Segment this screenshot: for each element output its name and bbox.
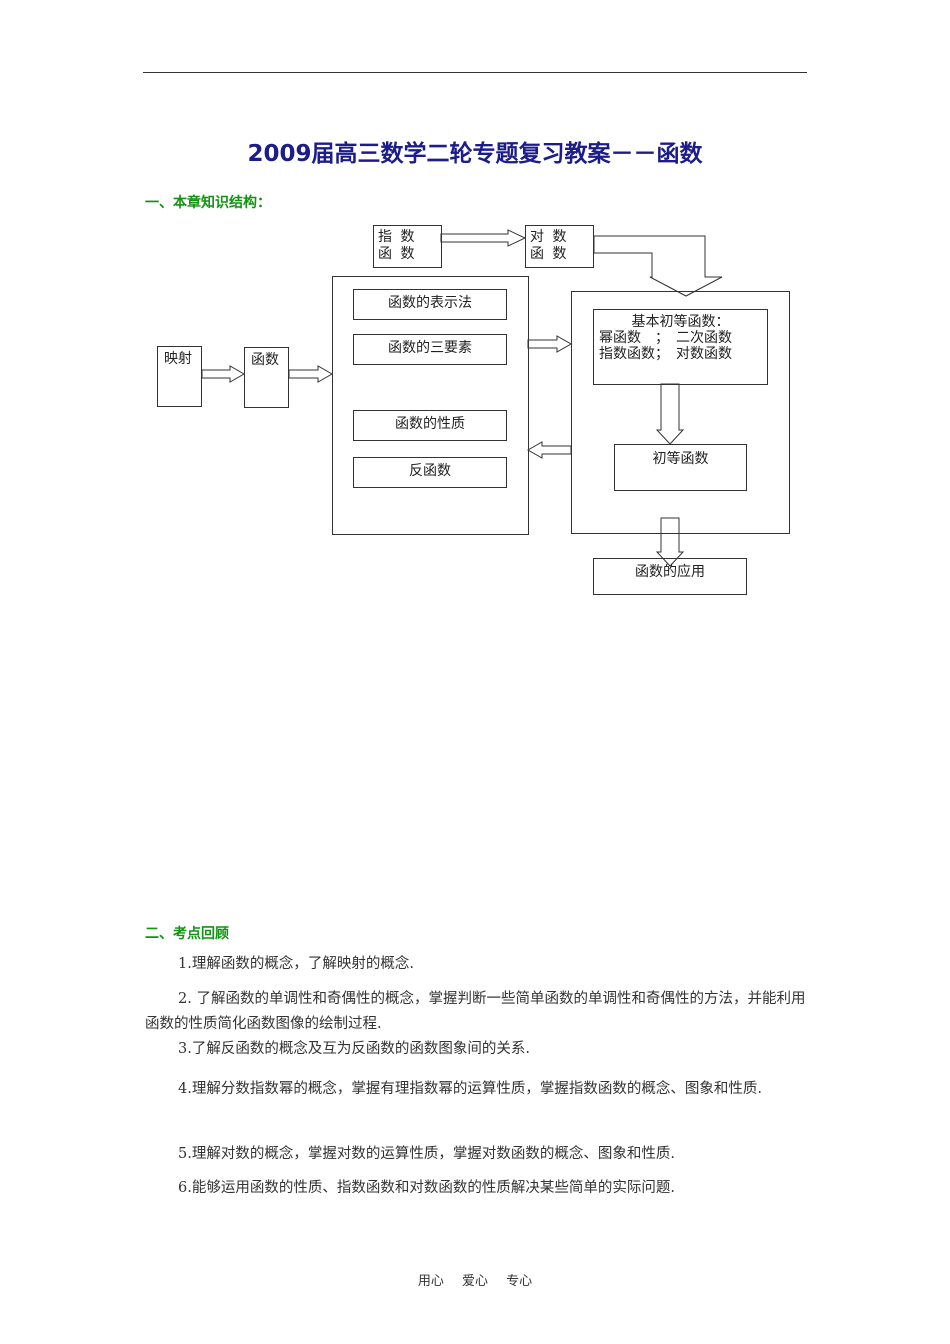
box-three-elements: 函数的三要素 <box>353 334 507 365</box>
basic-line-2: 指数函数； 对数函数 <box>599 346 732 362</box>
review-item-2: 2. 了解函数的单调性和奇偶性的概念，掌握判断一些简单函数的单调性和奇偶性的方法… <box>145 991 806 1032</box>
box-logarithmic-function: 对 数 函 数 <box>525 225 594 268</box>
box-function: 函数 <box>244 347 289 408</box>
basic-line-1: 幂函数 ； 二次函数 <box>599 330 732 346</box>
box-exponential-function: 指 数 函 数 <box>373 225 442 268</box>
basic-title: 基本初等函数： <box>631 314 730 330</box>
box-inverse-function: 反函数 <box>353 457 507 488</box>
box-elementary-functions: 初等函数 <box>614 444 747 491</box>
page-title: 2009届高三数学二轮专题复习教案－－函数 <box>247 141 703 167</box>
arrow-basic-to-elementary <box>655 383 685 445</box>
arrow-elementary-to-main <box>526 441 572 459</box>
section-heading-structure: 一、本章知识结构： <box>145 195 271 211</box>
box-function-concepts <box>332 276 529 535</box>
review-item-6: 6.能够运用函数的性质、指数函数和对数函数的性质解决某些简单的实际问题. <box>178 1180 675 1196</box>
diagram-arrows <box>201 229 723 567</box>
review-item-4: 4.理解分数指数幂的概念，掌握有理指数幂的运算性质，掌握指数函数的概念、图象和性… <box>178 1081 762 1097</box>
arrow-duishu-bent-down <box>593 235 723 297</box>
arrow-yingshe-to-hanshu <box>201 365 246 383</box>
header-rule <box>143 72 807 73</box>
section-heading-review: 二、考点回顾 <box>145 926 229 942</box>
page-footer: 用心 爱心 专心 <box>417 1274 533 1289</box>
box-properties: 函数的性质 <box>353 410 507 441</box>
review-item-1: 1.理解函数的概念，了解映射的概念. <box>178 956 414 972</box>
arrow-zhishu-to-duishu <box>440 229 527 247</box>
arrow-hanshu-to-main <box>288 365 334 383</box>
box-elementary-functions-group <box>571 291 790 534</box>
box-function-application: 函数的应用 <box>593 558 747 595</box>
box-representation: 函数的表示法 <box>353 289 507 320</box>
review-item-5: 5.理解对数的概念，掌握对数的运算性质，掌握对数函数的概念、图象和性质. <box>178 1146 675 1162</box>
arrow-to-application <box>655 517 685 567</box>
arrow-main-to-elementary <box>527 335 573 353</box>
box-mapping: 映射 <box>157 346 202 407</box>
box-basic-elementary-functions: 基本初等函数：幂函数 ； 二次函数指数函数； 对数函数 <box>593 309 768 385</box>
review-item-3: 3.了解反函数的概念及互为反函数的函数图象间的关系. <box>178 1041 530 1057</box>
